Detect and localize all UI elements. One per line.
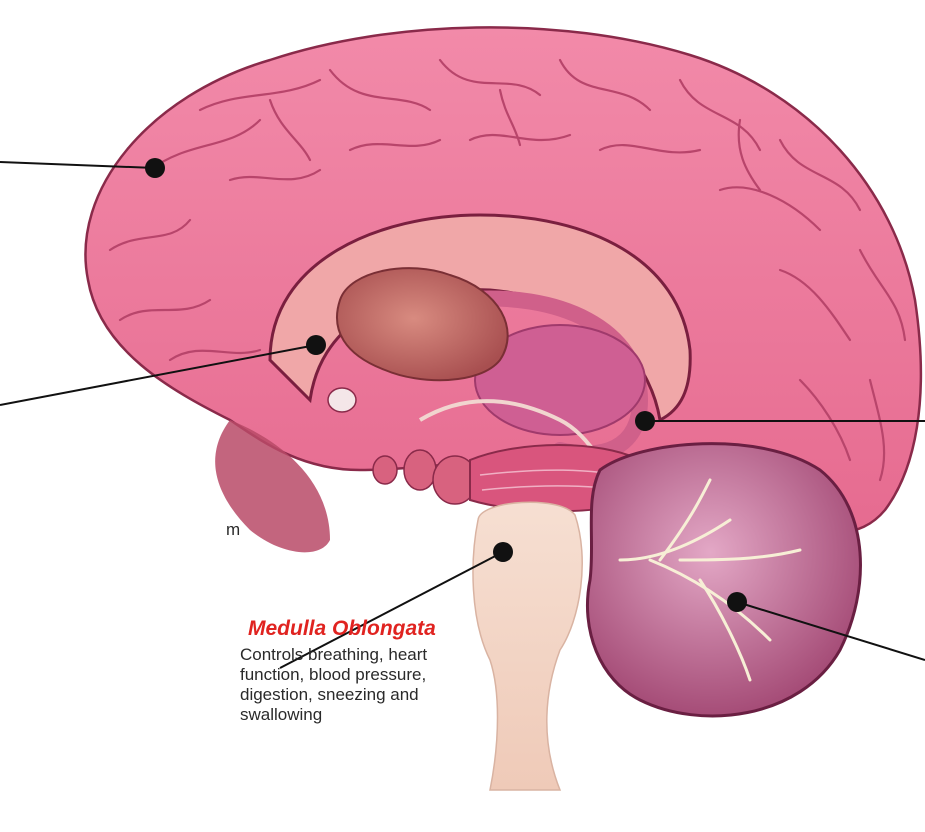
- medulla-desc-line-1: Controls breathing, heart: [240, 645, 540, 665]
- medulla-desc-line-3: digestion, sneezing and: [240, 685, 540, 705]
- dot-limbic: [635, 411, 655, 431]
- medulla-desc-line-2: function, blood pressure,: [240, 665, 540, 685]
- medulla-desc-line-4: swallowing: [240, 705, 540, 725]
- dot-medulla: [493, 542, 513, 562]
- medulla-label: Medulla Oblongata Controls breathing, he…: [240, 617, 540, 725]
- dot-cerebrum: [145, 158, 165, 178]
- medulla-description: Controls breathing, heart function, bloo…: [240, 645, 540, 725]
- dot-thalamus: [306, 335, 326, 355]
- cerebellum: [587, 444, 860, 716]
- partial-label-text: m: [226, 521, 240, 538]
- medulla-title: Medulla Oblongata: [248, 617, 540, 641]
- dot-cerebellum: [727, 592, 747, 612]
